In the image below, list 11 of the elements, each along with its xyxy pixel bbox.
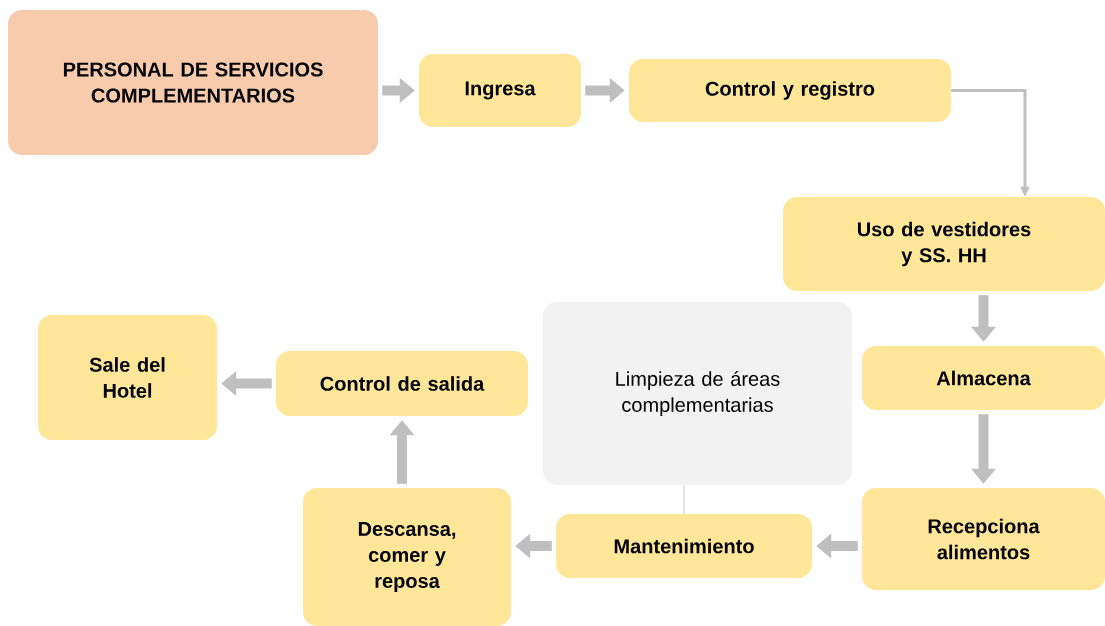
process-box: Almacena: [862, 346, 1105, 410]
process-box: Uso de vestidores y SS. HH: [783, 197, 1105, 291]
process-box: Ingresa: [419, 54, 581, 127]
process-box: Control y registro: [629, 59, 951, 122]
process-box: Sale del Hotel: [38, 315, 217, 440]
process-box: Descansa, comer y reposa: [303, 488, 511, 626]
note-box: Limpieza de áreas complementarias: [543, 302, 852, 485]
process-box: PERSONAL DE SERVICIOS COMPLEMENTARIOS: [8, 10, 378, 155]
process-box: Recepciona alimentos: [862, 488, 1105, 590]
process-box: Mantenimiento: [556, 514, 812, 578]
process-box: Control de salida: [276, 351, 528, 416]
